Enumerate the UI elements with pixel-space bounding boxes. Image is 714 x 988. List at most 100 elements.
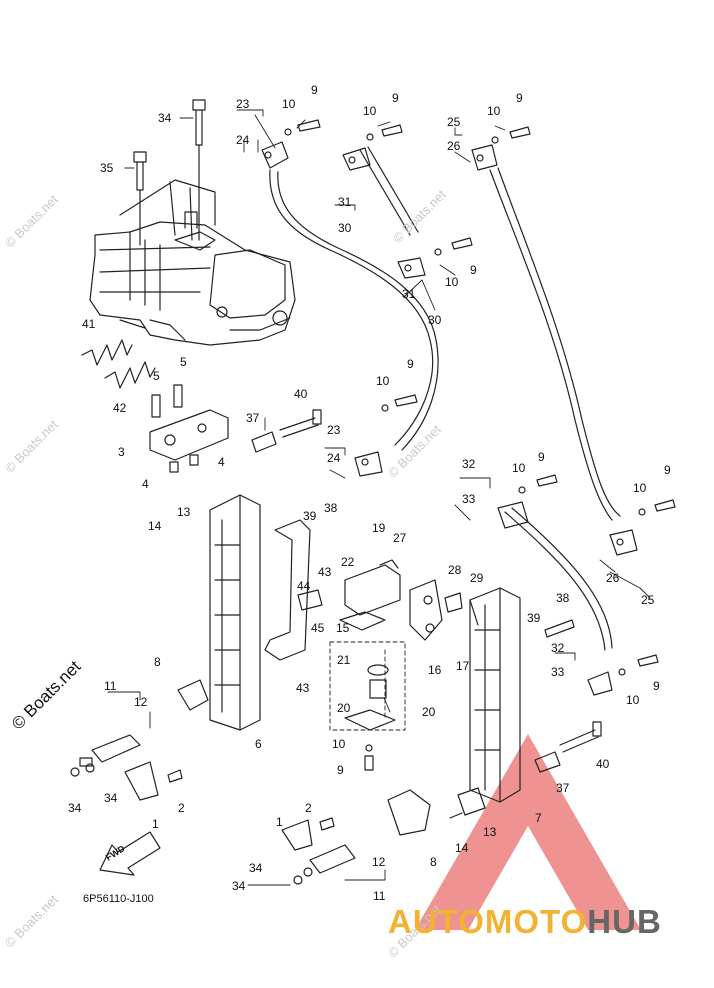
callout-15: 15 bbox=[336, 621, 350, 635]
callout-10: 10 bbox=[332, 737, 346, 751]
callout-40: 40 bbox=[596, 757, 610, 771]
callout-23: 23 bbox=[236, 97, 250, 111]
callout-21: 21 bbox=[337, 653, 351, 667]
callout-10: 10 bbox=[445, 275, 459, 289]
callout-9: 9 bbox=[311, 83, 318, 97]
callout-20: 20 bbox=[337, 701, 351, 715]
callout-30: 30 bbox=[338, 221, 352, 235]
callout-34: 34 bbox=[249, 861, 263, 875]
bracket-3 bbox=[149, 384, 229, 473]
callout-33: 33 bbox=[551, 665, 565, 679]
callout-17: 17 bbox=[456, 659, 470, 673]
callout-13: 13 bbox=[483, 825, 497, 839]
callout-2: 2 bbox=[178, 801, 185, 815]
injector-left bbox=[70, 679, 209, 801]
hose-fittings bbox=[261, 141, 638, 696]
callout-32: 32 bbox=[462, 457, 476, 471]
callout-10: 10 bbox=[363, 104, 377, 118]
brand-logo-triangle bbox=[415, 734, 641, 930]
callout-24: 24 bbox=[327, 451, 341, 465]
injector-right bbox=[281, 787, 486, 885]
callout-12: 12 bbox=[372, 855, 386, 869]
springs bbox=[81, 339, 156, 389]
callout-5: 5 bbox=[153, 369, 160, 383]
callout-39: 39 bbox=[303, 509, 317, 523]
callout-4: 4 bbox=[142, 477, 149, 491]
callout-34: 34 bbox=[104, 791, 118, 805]
bracket-43 bbox=[264, 519, 323, 661]
callout-9: 9 bbox=[516, 91, 523, 105]
sensor-22 bbox=[339, 559, 479, 731]
fuel-hoses bbox=[269, 146, 621, 651]
callout-4: 4 bbox=[218, 455, 225, 469]
callout-9: 9 bbox=[470, 263, 477, 277]
callout-11: 11 bbox=[373, 889, 386, 903]
callout-31: 31 bbox=[402, 287, 416, 301]
rail-6 bbox=[209, 494, 261, 731]
callout-6: 6 bbox=[255, 737, 262, 751]
brand-part-2: HUB bbox=[587, 903, 662, 940]
callout-9: 9 bbox=[664, 463, 671, 477]
callout-38: 38 bbox=[324, 501, 338, 515]
callout-37: 37 bbox=[556, 781, 570, 795]
callout-18: 19 bbox=[372, 521, 386, 535]
callout-38: 38 bbox=[556, 591, 570, 605]
callout-7: 7 bbox=[535, 811, 542, 825]
callout-10: 10 bbox=[282, 97, 296, 111]
callout-10: 10 bbox=[626, 693, 640, 707]
callout-39: 39 bbox=[527, 611, 541, 625]
bolt-35 bbox=[192, 99, 206, 241]
callout-1: 1 bbox=[276, 815, 283, 829]
callout-43: 43 bbox=[296, 681, 310, 695]
callout-34: 34 bbox=[68, 801, 82, 815]
callout-22: 22 bbox=[341, 555, 355, 569]
fwd-arrow-icon bbox=[99, 831, 161, 876]
callout-35: 34 bbox=[158, 111, 172, 125]
callout-10: 10 bbox=[512, 461, 526, 475]
callout-5: 5 bbox=[180, 355, 187, 369]
callout-24: 24 bbox=[236, 133, 250, 147]
diagram-code: 6P56110-J100 bbox=[83, 893, 154, 905]
callout-31: 31 bbox=[338, 195, 352, 209]
small-bolts bbox=[284, 119, 676, 771]
callout-27: 27 bbox=[393, 531, 407, 545]
callout-41: 41 bbox=[82, 317, 96, 331]
callout-29: 29 bbox=[470, 571, 484, 585]
callout-34: 34 bbox=[232, 879, 246, 893]
callout-12: 12 bbox=[134, 695, 148, 709]
callout-14: 14 bbox=[455, 841, 469, 855]
brand-wordmark: AUTOMOTOHUB bbox=[388, 903, 662, 941]
callout-40: 40 bbox=[294, 387, 308, 401]
bolt-40-lower bbox=[534, 619, 602, 773]
bolt-40-upper bbox=[251, 409, 322, 453]
callout-26: 26 bbox=[447, 139, 461, 153]
callout-9: 9 bbox=[407, 357, 414, 371]
rail-7 bbox=[469, 587, 521, 803]
callout-26: 26 bbox=[606, 571, 620, 585]
callout-2: 2 bbox=[305, 801, 312, 815]
callout-37: 37 bbox=[246, 411, 260, 425]
callout-9: 9 bbox=[538, 450, 545, 464]
callout-9: 9 bbox=[337, 763, 344, 777]
callout-11: 11 bbox=[104, 679, 117, 693]
callout-9: 9 bbox=[653, 679, 660, 693]
callout-25: 25 bbox=[447, 115, 461, 129]
callout-10: 10 bbox=[633, 481, 647, 495]
callout-1: 1 bbox=[152, 817, 159, 831]
callout-10: 10 bbox=[487, 104, 501, 118]
callout-10: 10 bbox=[376, 374, 390, 388]
callout-19: 20 bbox=[422, 705, 436, 719]
callout-16: 16 bbox=[428, 663, 442, 677]
callout-3: 3 bbox=[118, 445, 125, 459]
callout-45: 44 bbox=[297, 579, 311, 593]
callout-9: 9 bbox=[392, 91, 399, 105]
callout-46: 45 bbox=[311, 621, 325, 635]
callout-23: 23 bbox=[327, 423, 341, 437]
callout-14: 14 bbox=[148, 519, 162, 533]
callout-32: 32 bbox=[551, 641, 565, 655]
fuel-rail-assembly bbox=[89, 179, 296, 346]
callout-44: 43 bbox=[318, 565, 332, 579]
callout-42: 42 bbox=[113, 401, 127, 415]
